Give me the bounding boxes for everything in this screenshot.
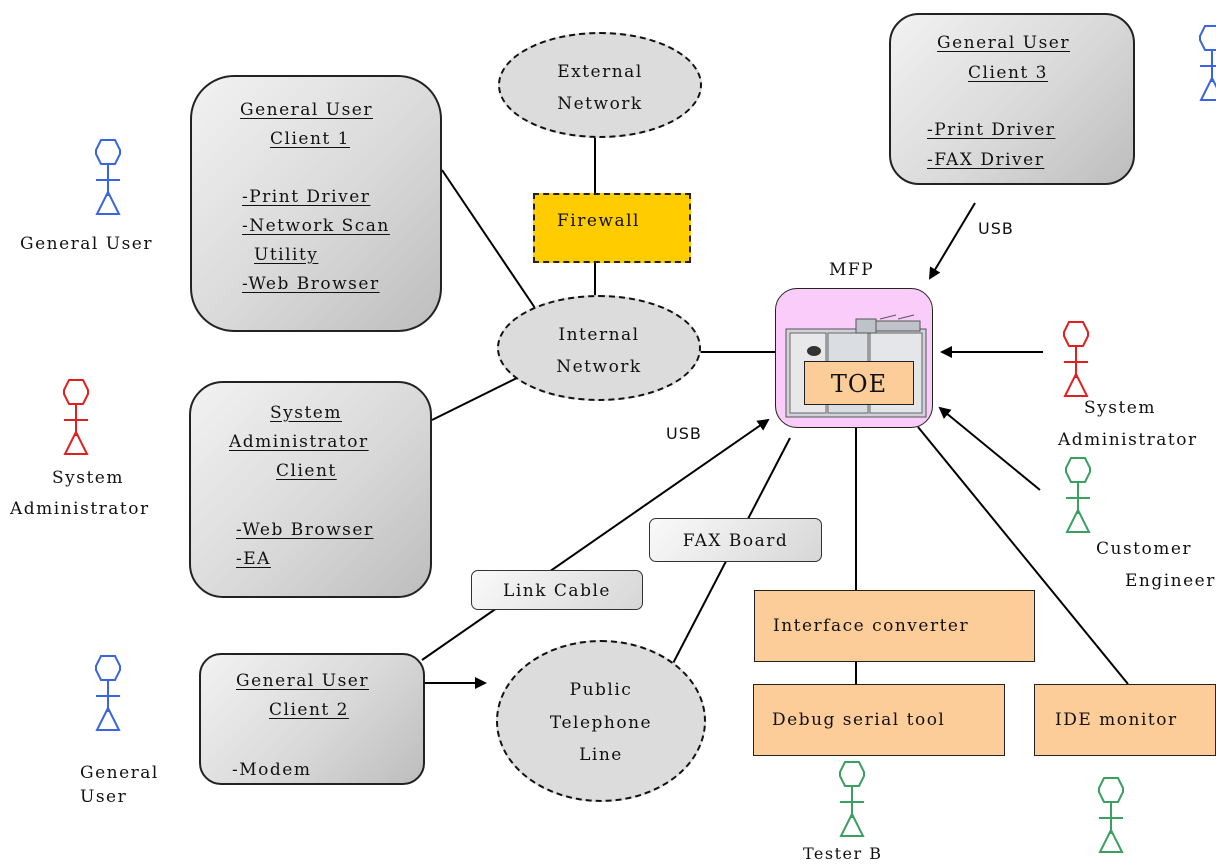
customer-engineer-label-2: Engineer <box>1125 571 1216 591</box>
sysadmin-left-label-2: Administrator <box>10 499 150 519</box>
ide-monitor-label: IDE monitor <box>1055 710 1178 730</box>
internal-network-cloud: Internal Network <box>497 295 701 401</box>
sysadmin-right-label-1: System <box>1084 398 1156 418</box>
client1-item-1: -Print Driver <box>242 187 371 207</box>
debug-serial-tool-box: Debug serial tool <box>753 684 1005 756</box>
sysadmin-client-item-2: -EA <box>236 549 271 569</box>
fax-board-box: FAX Board <box>649 518 822 562</box>
tester-a-icon <box>1098 777 1124 853</box>
toe-label: TOE <box>830 370 888 398</box>
client3-title-2: Client 3 <box>968 63 1048 83</box>
external-network-cloud: External Network <box>498 32 702 138</box>
link-cable-box: Link Cable <box>471 570 643 610</box>
internal-network-label-1: Internal <box>558 325 640 345</box>
general-user-left-icon <box>95 139 121 215</box>
telephone-label-1: Public <box>569 680 633 700</box>
mfp-label: MFP <box>829 260 875 280</box>
sysadmin-left-icon <box>63 379 89 455</box>
client1-title-1: General User <box>240 100 373 120</box>
interface-converter-label: Interface converter <box>773 616 970 636</box>
client1-title-2: Client 1 <box>270 129 350 149</box>
sysadmin-left-label-1: System <box>52 468 124 488</box>
internal-network-label-2: Network <box>556 357 642 377</box>
client2-title-1: General User <box>236 671 369 691</box>
external-network-label-1: External <box>557 62 643 82</box>
sysadmin-client-item-1: -Web Browser <box>236 520 374 540</box>
client3-item-2: -FAX Driver <box>927 150 1045 170</box>
client2-item-1: -Modem <box>232 760 312 780</box>
client3-item-1: -Print Driver <box>927 120 1056 140</box>
telephone-label-2: Telephone <box>549 713 653 733</box>
interface-converter-box: Interface converter <box>754 590 1035 662</box>
system-administrator-client: System Administrator Client -Web Browser… <box>189 381 432 598</box>
general-user-client-1: General User Client 1 -Print Driver -Net… <box>190 75 442 332</box>
line-mfp-ide <box>917 426 1129 685</box>
general-user-client-3: General User Client 3 -Print Driver -FAX… <box>889 13 1135 185</box>
sysadmin-client-title-3: Client <box>276 461 337 481</box>
toe-box: TOE <box>804 361 914 405</box>
tester-b-label: Tester B <box>803 844 883 863</box>
link-cable-label: Link Cable <box>503 581 611 601</box>
line-client1-internal <box>441 169 536 309</box>
mfp-panel: TOE <box>775 288 933 428</box>
sysadmin-client-title-2: Administrator <box>229 432 369 452</box>
sysadmin-right-icon <box>1063 321 1089 397</box>
client3-title-1: General User <box>937 33 1070 53</box>
customer-engineer-icon <box>1065 457 1091 533</box>
usb-label-link: USB <box>666 424 702 443</box>
firewall-label: Firewall <box>557 211 640 231</box>
public-telephone-cloud: Public Telephone Line <box>496 640 706 802</box>
arrow-engineer-mfp <box>938 406 1041 491</box>
arrow-usb-link-mfp <box>421 418 770 661</box>
general-user-left-label: General User <box>20 234 153 254</box>
debug-serial-tool-label: Debug serial tool <box>772 710 946 730</box>
usb-label-client3: USB <box>978 219 1014 238</box>
firewall-box: Firewall <box>533 193 691 263</box>
ide-monitor-box: IDE monitor <box>1034 684 1216 756</box>
external-network-label-2: Network <box>557 94 643 114</box>
client2-title-2: Client 2 <box>269 700 349 720</box>
general-user-bottom-label-1: General <box>80 763 159 783</box>
line-sysadmin-client-internal <box>431 373 526 421</box>
arrow-client3-mfp <box>928 202 976 280</box>
customer-engineer-label-1: Customer <box>1096 539 1193 559</box>
client1-item-3: Utility <box>254 245 319 265</box>
general-user-bottom-label-2: User <box>80 787 128 807</box>
line-telephone-mfp <box>654 437 791 699</box>
client1-item-2: -Network Scan <box>242 216 390 236</box>
sysadmin-client-title-1: System <box>270 403 342 423</box>
telephone-label-3: Line <box>579 745 623 765</box>
fax-board-label: FAX Board <box>682 531 789 551</box>
general-user-client-2: General User Client 2 -Modem <box>199 653 425 785</box>
tester-b-icon <box>839 761 865 837</box>
general-user-top-right-icon <box>1199 25 1216 101</box>
client1-item-4: -Web Browser <box>242 274 380 294</box>
sysadmin-right-label-2: Administrator <box>1058 430 1198 450</box>
general-user-bottom-icon <box>95 655 121 731</box>
